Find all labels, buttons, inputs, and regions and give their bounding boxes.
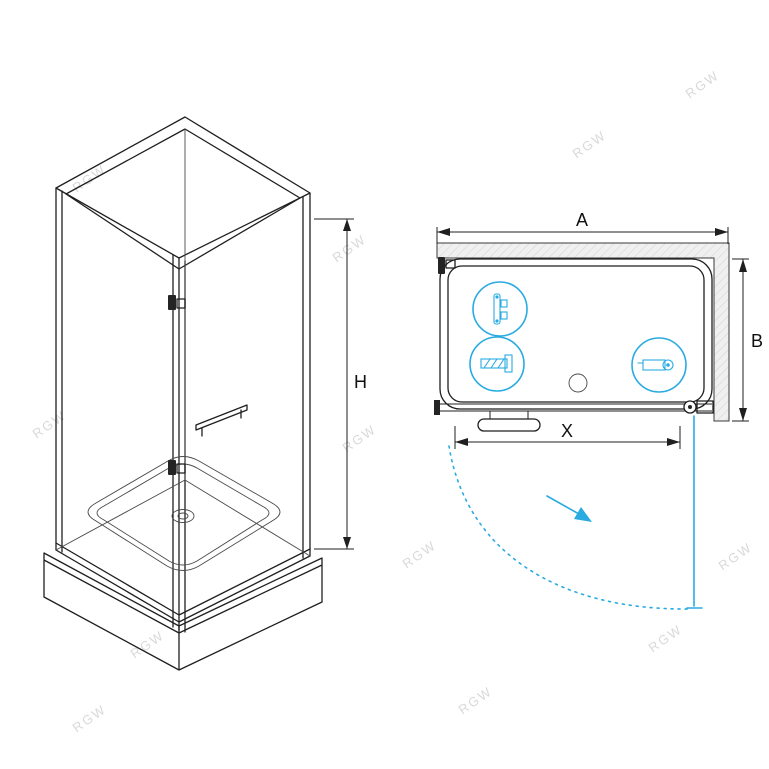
isometric-view: H bbox=[43, 116, 367, 671]
back-wall-bottom-edges bbox=[55, 479, 311, 557]
rail-left-cap bbox=[434, 400, 440, 415]
hinge-detail-plate-bottom bbox=[500, 311, 508, 320]
height-label: H bbox=[354, 372, 367, 392]
hinge-detail-screw-bottom bbox=[495, 319, 499, 323]
plan-view: A B X bbox=[434, 210, 763, 610]
door-width-label: X bbox=[561, 421, 573, 441]
width-dimension-a: A bbox=[436, 210, 729, 244]
watermark-text: RGW bbox=[683, 67, 723, 101]
watermark-text: RGW bbox=[400, 537, 440, 571]
hinge-lower-plate bbox=[176, 463, 186, 474]
door-dimension-lines bbox=[454, 426, 681, 449]
hinge-detail-icon bbox=[493, 293, 501, 325]
watermark-text: RGW bbox=[330, 231, 370, 265]
watermark-text: RGW bbox=[716, 539, 756, 573]
drain-inner bbox=[177, 512, 189, 520]
hinge-detail-plate-top bbox=[500, 299, 508, 308]
swing-direction-arrow bbox=[546, 495, 592, 522]
pivot-pin bbox=[688, 405, 692, 409]
hinge-upper-plate bbox=[176, 298, 186, 309]
depth-arrow-top bbox=[739, 259, 747, 272]
wall-section bbox=[436, 242, 730, 422]
wall-hinge-plate bbox=[445, 259, 456, 269]
door-arrow-right bbox=[667, 438, 680, 446]
door-arrow-left bbox=[455, 438, 468, 446]
shower-tray bbox=[43, 456, 323, 671]
watermark-text: RGW bbox=[70, 701, 110, 735]
tray-floor-outer bbox=[87, 456, 281, 571]
width-arrow-right bbox=[715, 228, 728, 236]
depth-label: B bbox=[751, 331, 763, 351]
detail-circle-bottom-profile bbox=[469, 336, 525, 392]
hinge-top-left bbox=[438, 257, 456, 274]
wall-mount-pin bbox=[666, 363, 670, 367]
wall-bottom-rails bbox=[55, 542, 311, 623]
plinth bbox=[43, 552, 323, 671]
drain-outer bbox=[171, 509, 195, 523]
handle-stubs bbox=[489, 411, 529, 419]
depth-dimension-b: B bbox=[732, 258, 763, 422]
watermark-text: RGW bbox=[570, 127, 610, 161]
callout-circle bbox=[469, 336, 525, 392]
door-swing-arc bbox=[448, 445, 689, 610]
handle-top-view bbox=[477, 411, 541, 432]
bottom-profile-end bbox=[504, 354, 513, 373]
hinge-upper-icon bbox=[168, 295, 176, 310]
watermark-text: RGW bbox=[646, 621, 686, 655]
detail-circle-hinge bbox=[472, 281, 528, 337]
tray-floor-inner bbox=[96, 463, 270, 566]
height-arrow-up bbox=[343, 219, 351, 231]
top-rim-outer bbox=[55, 116, 311, 259]
wall-hinge-block bbox=[438, 257, 445, 274]
door-rail bbox=[434, 400, 714, 415]
door-hinges bbox=[168, 295, 186, 475]
watermarks: RGW RGW RGW RGW RGW RGW RGW RGW RGW RGW … bbox=[30, 67, 756, 735]
watermark-text: RGW bbox=[70, 161, 110, 195]
arrow-head bbox=[574, 507, 592, 522]
detail-circle-wall-mount bbox=[631, 337, 687, 393]
hinge-lower-icon bbox=[168, 460, 176, 475]
width-dimension-lines bbox=[436, 227, 729, 244]
towel-bar-lines bbox=[195, 404, 248, 437]
watermark-text: RGW bbox=[456, 683, 496, 717]
watermark-text: RGW bbox=[340, 421, 380, 455]
tray-outline-top bbox=[439, 258, 713, 410]
drain-top-view bbox=[568, 373, 588, 393]
width-label: A bbox=[576, 210, 588, 230]
hinge-detail-screw-top bbox=[495, 295, 499, 299]
height-dimension: H bbox=[314, 218, 367, 550]
rail-lines bbox=[437, 403, 712, 412]
tray-outer-rect bbox=[439, 258, 713, 410]
watermark-text: RGW bbox=[30, 407, 70, 441]
depth-arrow-bottom bbox=[739, 408, 747, 421]
pivot-bracket bbox=[696, 400, 714, 414]
bottom-profile-hatch bbox=[483, 358, 505, 369]
arrow-shaft bbox=[546, 495, 580, 515]
width-arrow-left bbox=[437, 228, 450, 236]
vertical-posts bbox=[55, 187, 311, 633]
handle-bar bbox=[477, 418, 541, 432]
height-dimension-lines bbox=[314, 218, 354, 550]
wall-mount-ring bbox=[662, 359, 674, 371]
bottom-profile-icon bbox=[480, 358, 508, 369]
glass-frame bbox=[55, 116, 311, 633]
towel-bar bbox=[195, 404, 248, 437]
callout-circle bbox=[631, 337, 687, 393]
depth-dimension-lines bbox=[732, 258, 749, 422]
door-dimension-x: X bbox=[454, 421, 681, 449]
height-arrow-down bbox=[343, 537, 351, 549]
watermark-text: RGW bbox=[128, 627, 168, 661]
open-door-line bbox=[686, 415, 703, 609]
tray-inner-rect bbox=[447, 265, 705, 403]
top-rim-inner bbox=[65, 128, 301, 270]
wall-mount-icon bbox=[642, 359, 666, 371]
